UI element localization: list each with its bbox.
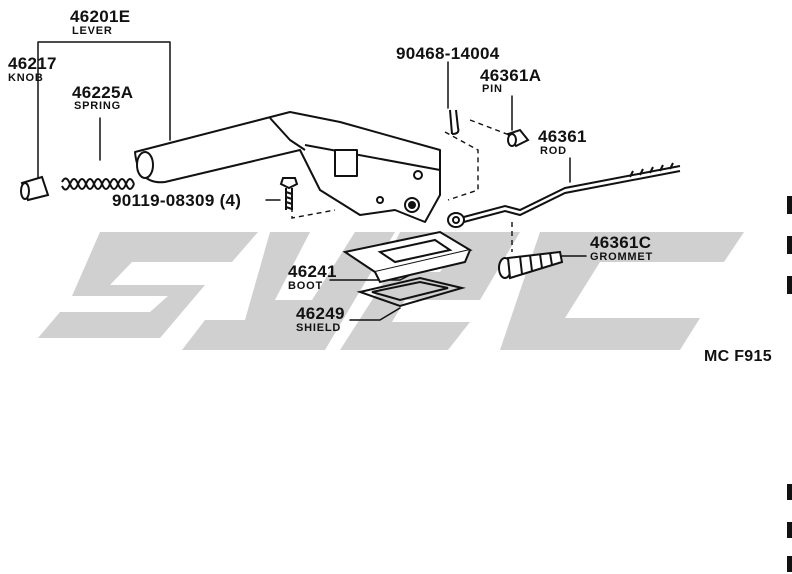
edge-mark <box>787 236 792 254</box>
boot-number: 46241 <box>288 262 337 281</box>
clip-number: 90468-14004 <box>396 44 500 63</box>
diagram-code: MC F915 <box>704 348 772 365</box>
spring-drawing <box>61 177 135 191</box>
shield-name: SHIELD <box>296 322 342 334</box>
knob-name: KNOB <box>8 72 44 84</box>
bolt-number: 90119-08309 (4) <box>112 191 242 210</box>
boot-drawing <box>342 230 473 284</box>
pin-name: PIN <box>482 83 503 95</box>
bolt-drawing <box>279 177 299 210</box>
edge-mark <box>787 484 792 500</box>
shield-number: 46249 <box>296 304 345 323</box>
lever-number: 46201E <box>70 7 131 26</box>
rod-drawing <box>447 162 681 228</box>
lever-drawing <box>134 111 441 223</box>
grommet-number: 46361C <box>590 233 652 252</box>
lever-leader-line <box>37 41 171 183</box>
shield-drawing <box>356 276 466 308</box>
edge-mark <box>787 276 792 294</box>
boot-name: BOOT <box>288 280 323 292</box>
edge-mark <box>787 522 792 538</box>
pin-drawing <box>506 128 530 148</box>
grommet-drawing <box>498 250 564 280</box>
edge-mark <box>787 196 792 214</box>
shield-leader-line <box>349 307 401 321</box>
rod-number: 46361 <box>538 127 587 146</box>
clip-drawing <box>449 109 460 135</box>
spring-number: 46225A <box>72 83 134 102</box>
lever-name: LEVER <box>72 25 113 37</box>
spring-name: SPRING <box>74 100 121 112</box>
edge-mark <box>787 556 792 572</box>
knob-drawing <box>20 175 50 202</box>
grommet-name: GROMMET <box>590 251 654 263</box>
pin-number: 46361A <box>480 66 542 85</box>
knob-number: 46217 <box>8 54 57 73</box>
rod-name: ROD <box>540 145 567 157</box>
